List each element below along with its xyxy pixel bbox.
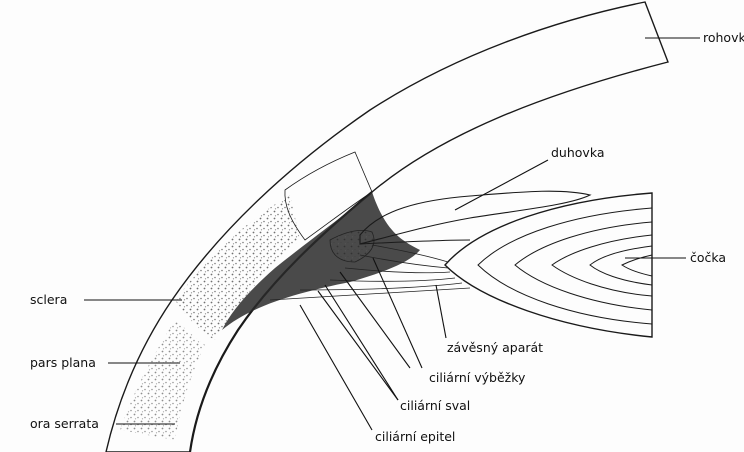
- label-iris: duhovka: [551, 145, 605, 160]
- sclera-texture-lower: [120, 320, 205, 440]
- label-ciliary-muscle: ciliární sval: [400, 398, 470, 413]
- label-zonules: závěsný aparát: [447, 340, 543, 355]
- label-cornea: rohovka: [703, 30, 744, 45]
- leader-ciliary-muscle-2: [318, 291, 398, 400]
- label-sclera: sclera: [30, 292, 67, 307]
- label-lens: čočka: [690, 250, 726, 265]
- leader-zonules: [436, 285, 446, 338]
- lens-layer-2: [515, 222, 652, 310]
- label-ora-serrata: ora serrata: [30, 416, 99, 431]
- label-ciliary-processes: ciliární výběžky: [429, 370, 526, 385]
- label-pars-plana: pars plana: [30, 355, 96, 370]
- lens-layer-4: [590, 246, 652, 285]
- leader-iris: [455, 160, 548, 210]
- lens: [445, 193, 652, 337]
- lens-layer-3: [552, 235, 652, 296]
- lens-outline: [445, 193, 652, 337]
- leader-ciliary-processes-2: [340, 272, 410, 368]
- label-ciliary-epithelium: ciliární epitel: [375, 429, 455, 444]
- leader-ciliary-epithelium: [300, 305, 372, 430]
